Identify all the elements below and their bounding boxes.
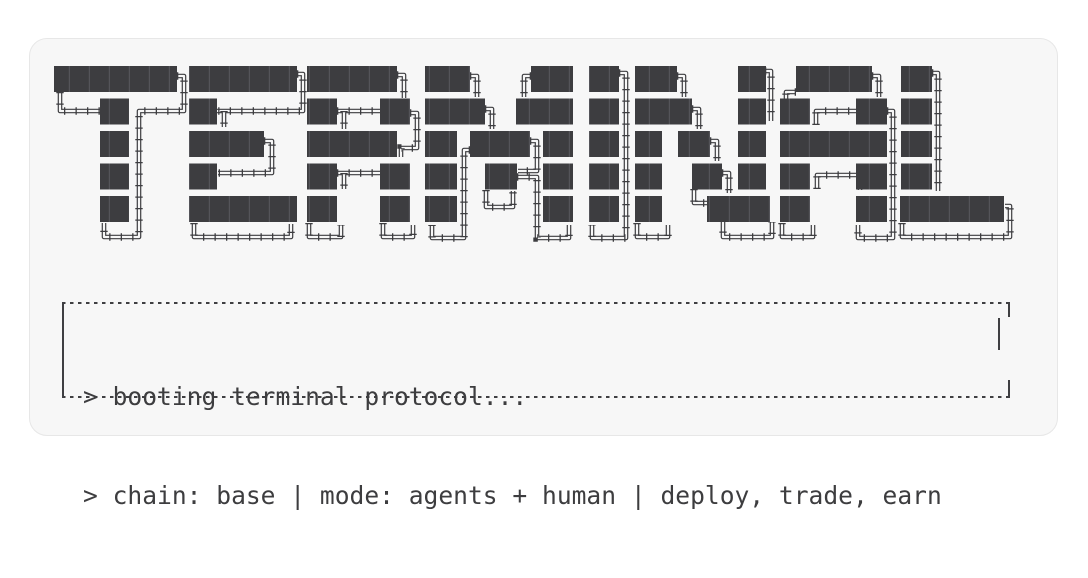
terminal-line-chain: > chain: base | mode: agents + human | d… — [83, 481, 942, 510]
terminal-border-top — [62, 302, 1010, 304]
terminal-window: > booting terminal protocol... > chain: … — [62, 302, 1010, 510]
terminal-cursor — [997, 318, 1000, 350]
terminal-line-boot: > booting terminal protocol... — [83, 382, 528, 411]
terminal-border-bottom — [62, 396, 1010, 398]
hero-card: > booting terminal protocol... > chain: … — [29, 38, 1058, 510]
terminal-output: > booting terminal protocol... > chain: … — [83, 314, 942, 578]
terminal-corner-bottom-right — [1008, 380, 1010, 398]
terminal-corner-top-right — [1008, 302, 1010, 317]
terminal-logo — [54, 66, 1014, 242]
terminal-border-left — [62, 302, 64, 398]
page: > booting terminal protocol... > chain: … — [29, 38, 1058, 510]
logo-blocks — [54, 66, 1004, 222]
